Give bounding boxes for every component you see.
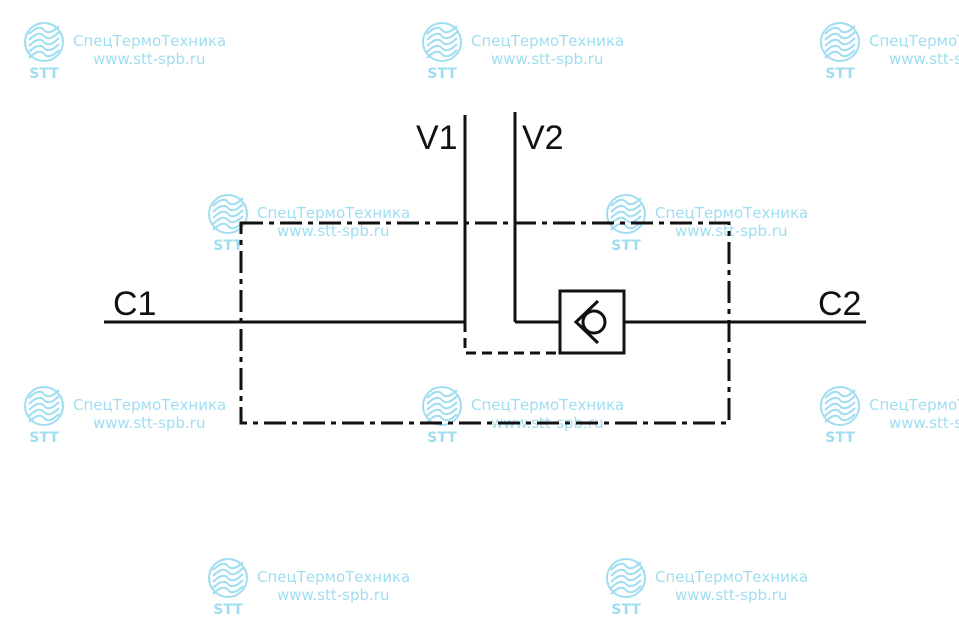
watermark-abbr: STT: [427, 430, 457, 446]
watermark-abbr: STT: [427, 66, 457, 82]
watermark-company: СпецТермоТехника: [655, 568, 808, 586]
watermark-abbr: STT: [825, 66, 855, 82]
schematic-lines: [104, 112, 866, 425]
watermark-abbr: STT: [611, 238, 641, 254]
watermark-abbr: STT: [213, 602, 243, 618]
stt-logo-icon: [820, 22, 860, 62]
stt-logo-icon: [208, 194, 248, 234]
check-valve-ball: [581, 309, 607, 335]
stt-logo-icon: [24, 386, 64, 426]
watermark-url: www.stt-spb.ru: [675, 222, 788, 240]
watermark-company: СпецТермоТехника: [73, 32, 226, 50]
watermark-url: www.stt-spb.ru: [491, 50, 604, 68]
pilot-line: [463, 322, 560, 355]
watermark-abbr: STT: [29, 430, 59, 446]
port-label-c1: C1: [113, 285, 156, 323]
watermark-layer: STTСпецТермоТехникаwww.stt-spb.ruSTTСпец…: [24, 22, 959, 618]
watermark-abbr: STT: [611, 602, 641, 618]
watermark-url: www.stt-spb.ru: [675, 586, 788, 604]
watermark-company: СпецТермоТехника: [869, 32, 959, 50]
watermark-company: СпецТермоТехника: [471, 396, 624, 414]
watermark-company: СпецТермоТехника: [257, 568, 410, 586]
watermark-url: www.stt-spb.ru: [889, 414, 959, 432]
watermark-company: СпецТермоТехника: [655, 204, 808, 222]
stt-logo-icon: [208, 558, 248, 598]
watermark-url: www.stt-spb.ru: [889, 50, 959, 68]
watermark-url: www.stt-spb.ru: [93, 414, 206, 432]
watermark-company: СпецТермоТехника: [471, 32, 624, 50]
port-label-c2: C2: [818, 285, 861, 323]
port-label-v1: V1: [416, 119, 458, 157]
stt-logo-icon: [606, 558, 646, 598]
watermark-company: СпецТермоТехника: [869, 396, 959, 414]
watermark-company: СпецТермоТехника: [73, 396, 226, 414]
check-valve-seat: [573, 299, 600, 345]
watermark-url: www.stt-spb.ru: [277, 586, 390, 604]
watermark-url: www.stt-spb.ru: [277, 222, 390, 240]
watermark-company: СпецТермоТехника: [257, 204, 410, 222]
stt-logo-icon: [24, 22, 64, 62]
check-valve-box: [558, 289, 626, 355]
watermark-abbr: STT: [213, 238, 243, 254]
stt-logo-icon: [422, 386, 462, 426]
watermark-abbr: STT: [825, 430, 855, 446]
stt-logo-icon: [422, 22, 462, 62]
stt-logo-icon: [606, 194, 646, 234]
stt-logo-icon: [820, 386, 860, 426]
watermark-abbr: STT: [29, 66, 59, 82]
watermark-url: www.stt-spb.ru: [93, 50, 206, 68]
port-label-v2: V2: [522, 119, 564, 157]
